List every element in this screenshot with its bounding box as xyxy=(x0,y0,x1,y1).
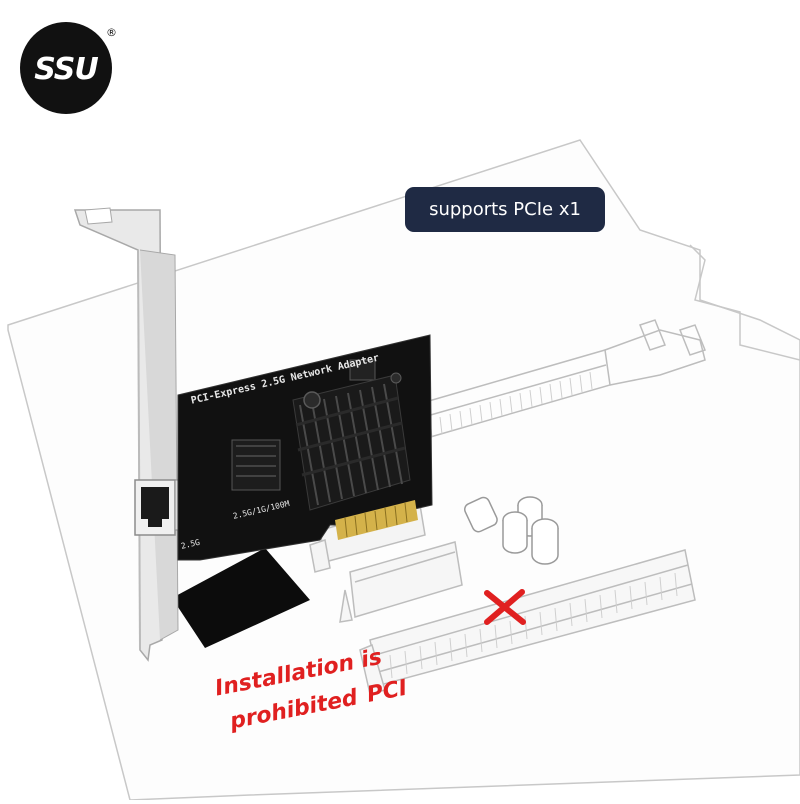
metal-bracket xyxy=(73,207,179,662)
pci-slot-pins xyxy=(389,572,678,679)
thermal-pad xyxy=(172,548,310,648)
heatsink xyxy=(292,372,411,511)
gold-fingers xyxy=(335,500,418,540)
logo-circle xyxy=(20,22,112,114)
brand-name: SSU xyxy=(34,52,99,87)
magnetics-chip xyxy=(231,439,281,491)
red-x-icon xyxy=(484,589,526,625)
capacitors xyxy=(464,496,559,565)
pcie-x1-slot-2 xyxy=(339,541,463,623)
registered-mark: ® xyxy=(106,26,117,39)
brand-logo: SSU xyxy=(20,22,112,114)
supports-pcie-badge: supports PCIe x1 xyxy=(405,187,605,232)
